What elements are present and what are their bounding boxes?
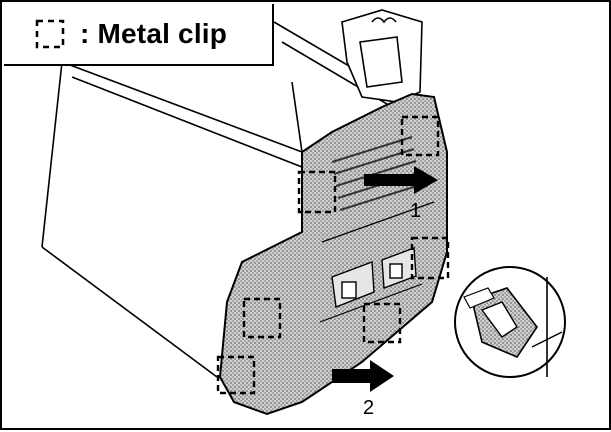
upper-bracket	[341, 9, 423, 103]
arrow-2-icon	[332, 360, 394, 392]
metal-clip-markers	[216, 115, 450, 395]
metal-clip-marker	[400, 115, 440, 157]
dashed-square-icon	[35, 19, 65, 49]
metal-clip-marker	[362, 302, 402, 344]
console-body	[41, 21, 403, 378]
arrow-1-icon	[364, 166, 438, 194]
step-2-label: 2	[363, 397, 374, 419]
metal-clip-marker	[216, 355, 256, 395]
legend-box: : Metal clip	[4, 4, 274, 66]
clip-detail-inset	[454, 266, 566, 378]
metal-clip-marker	[410, 236, 450, 280]
metal-clip-marker	[297, 170, 337, 214]
legend-label: : Metal clip	[80, 18, 228, 49]
step-1-label: 1	[410, 200, 421, 222]
metal-clip-marker	[242, 297, 282, 339]
